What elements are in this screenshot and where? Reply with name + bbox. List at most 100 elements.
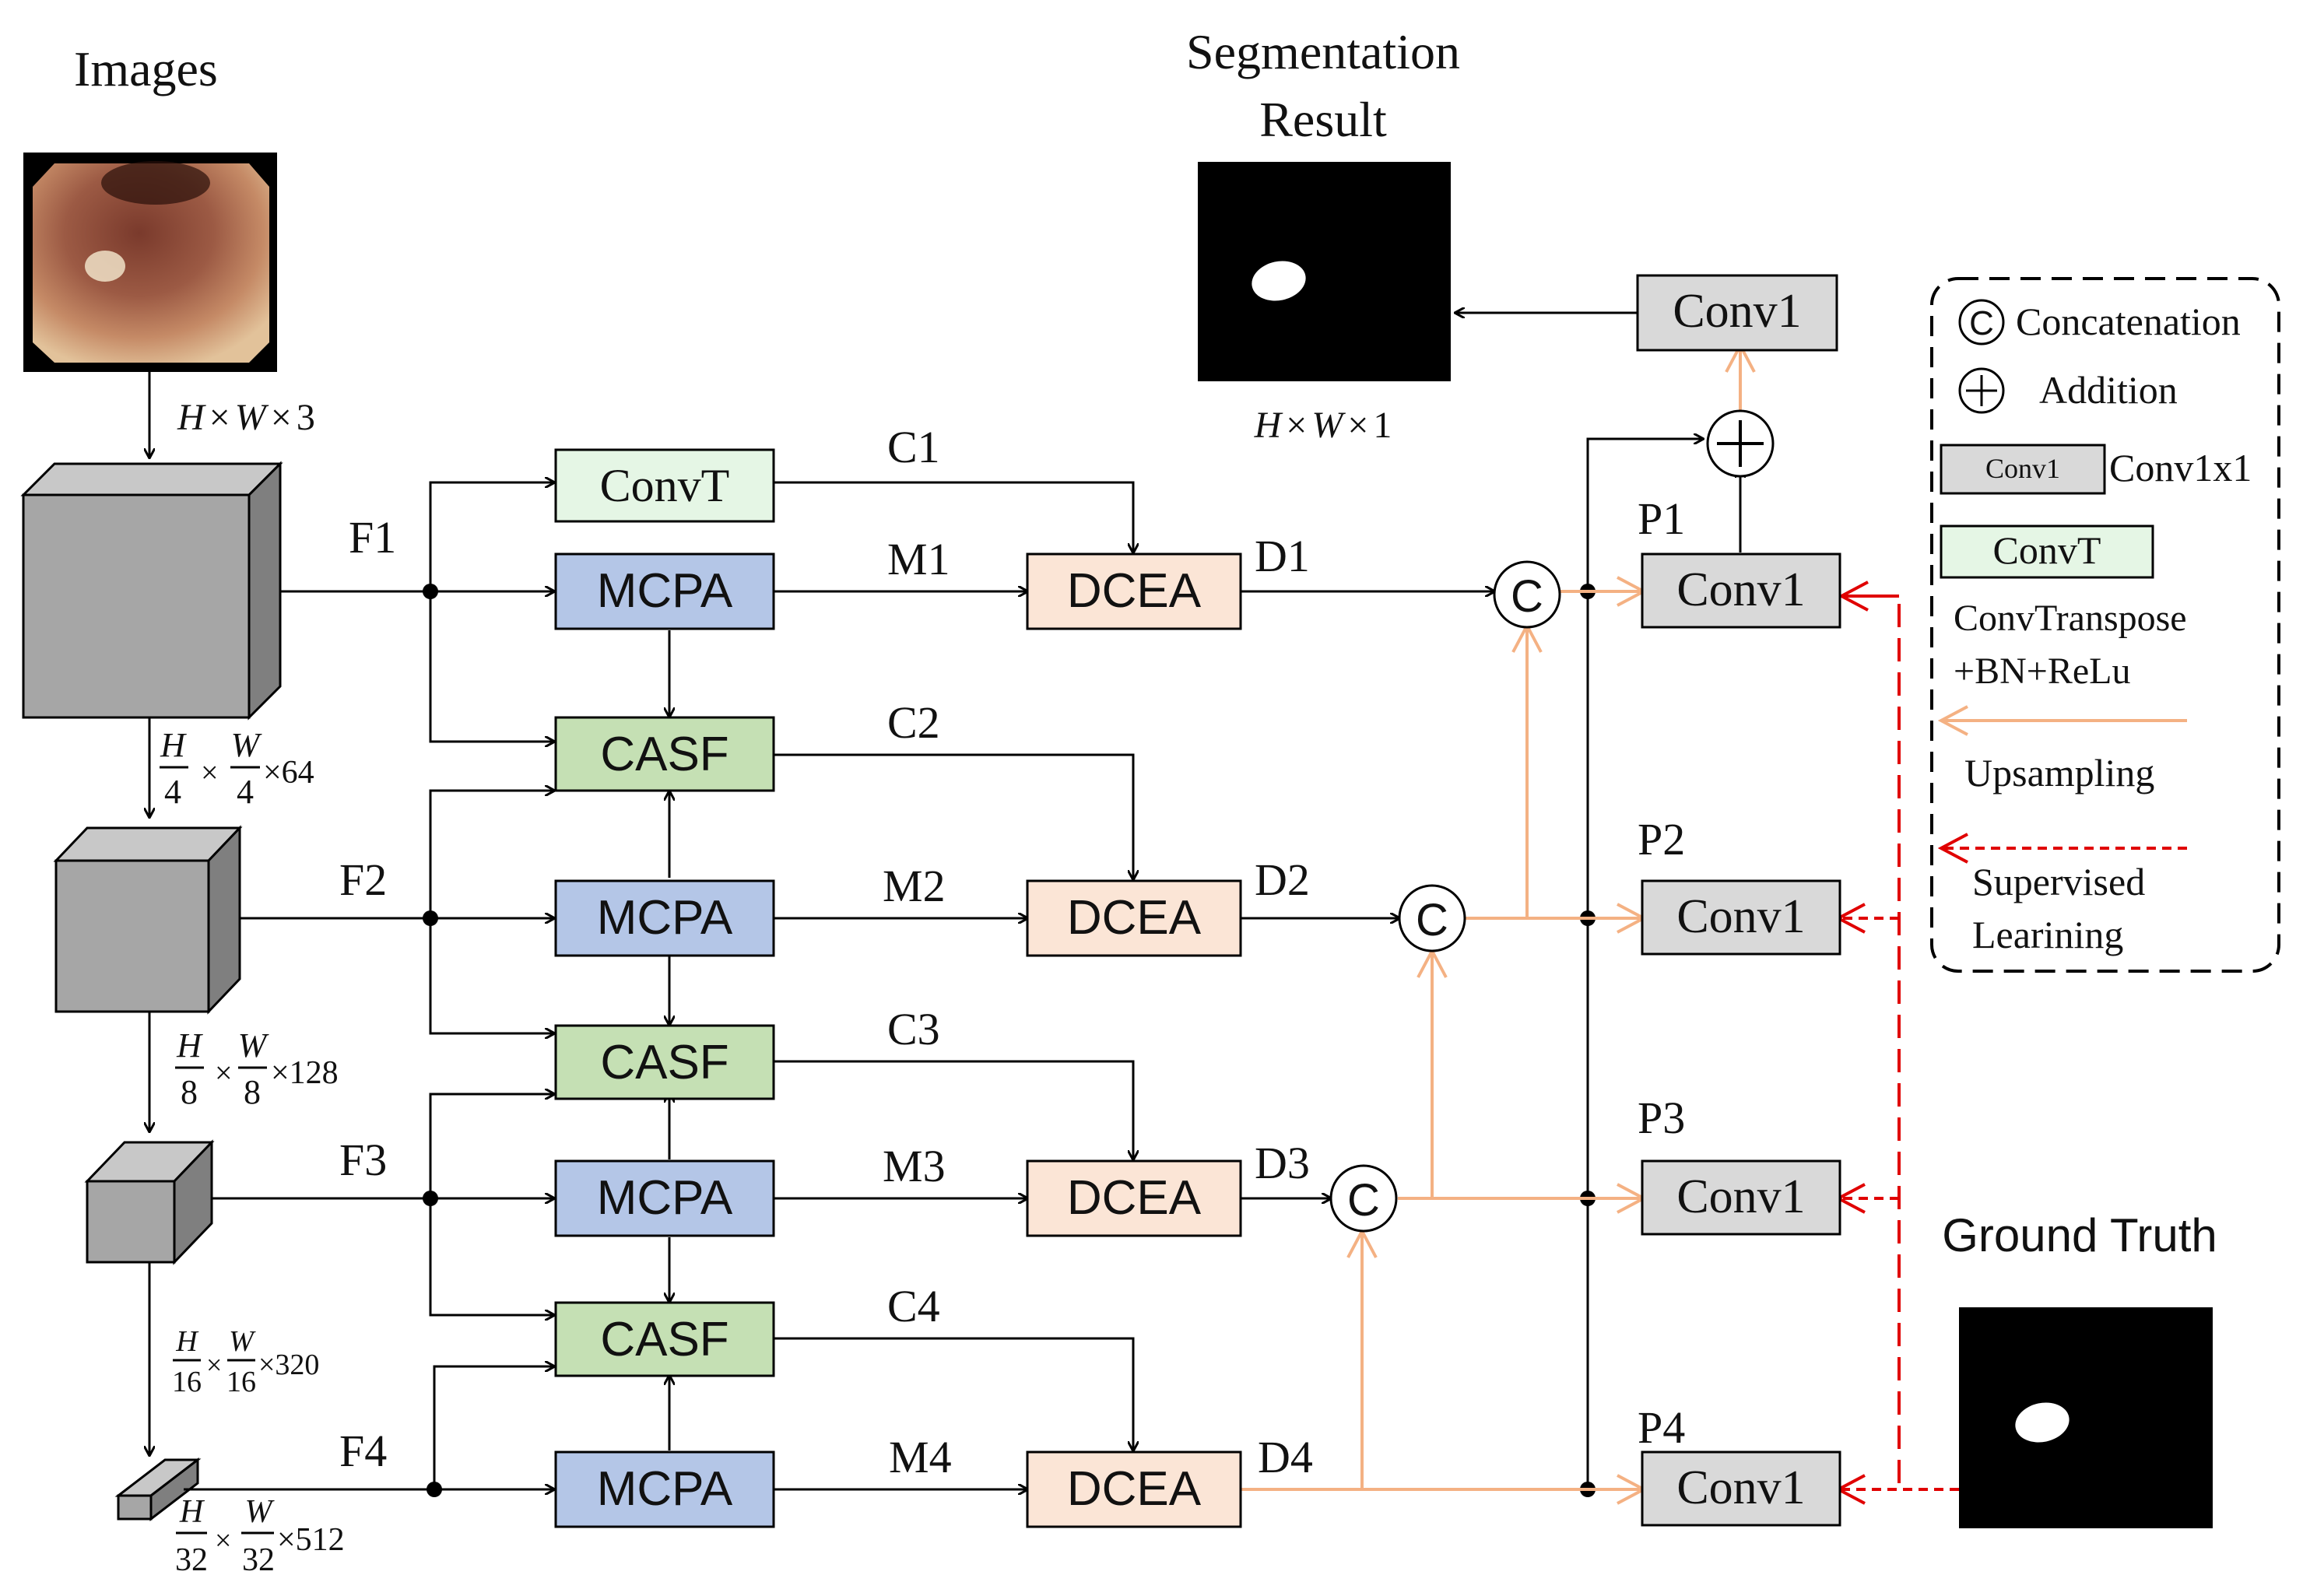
svg-text:H: H [175, 1325, 199, 1358]
svg-text:C1: C1 [887, 422, 940, 472]
conv1-box-p4: Conv1 [1641, 1450, 1841, 1527]
supervision-connectors [1840, 596, 1959, 1489]
feature-labels-p: P1 P2 P3 P4 [1638, 493, 1685, 1453]
encoder-stage2-cube [53, 825, 243, 1015]
conv1-box-p3: Conv1 [1641, 1159, 1841, 1236]
legend-supervised-label-1: Supervised [1972, 860, 2145, 903]
svg-text:×512: ×512 [277, 1522, 345, 1558]
svg-text:ConvT: ConvT [600, 460, 730, 511]
svg-text:×: × [215, 1055, 233, 1090]
concat-node-2: C [1398, 884, 1466, 952]
svg-text:H: H [179, 1494, 205, 1530]
mcpa-box-1: MCPA [554, 552, 775, 630]
legend-convtranspose-label-2: +BN+ReLu [1954, 651, 2130, 692]
stage2-dims: H 8 × W 8 ×128 [175, 1026, 339, 1111]
concat-node-3: C [1329, 1164, 1398, 1233]
svg-text:W: W [229, 1325, 256, 1358]
svg-text:D2: D2 [1255, 854, 1310, 905]
svg-text:C: C [1347, 1175, 1380, 1226]
legend-addition-label: Addition [2039, 368, 2178, 412]
svg-text:P3: P3 [1638, 1093, 1685, 1143]
svg-text:C: C [1511, 571, 1543, 622]
legend-upsampling-label: Upsampling [1964, 751, 2154, 794]
convt-box: ConvT [554, 448, 775, 523]
svg-text:Conv1: Conv1 [1673, 285, 1801, 338]
legend: C Concatenation Addition Conv1 Conv1x1 C… [1930, 277, 2280, 973]
legend-conv-box: Conv1 [1940, 444, 2106, 495]
ground-truth-mask [1959, 1307, 2213, 1528]
dcea-box-1: DCEA [1026, 552, 1242, 630]
svg-text:ConvT: ConvT [1993, 528, 2101, 572]
svg-text:8: 8 [244, 1073, 261, 1111]
upsampling-connectors [1241, 347, 1740, 1489]
svg-text:C3: C3 [887, 1004, 940, 1054]
mcpa-box-3: MCPA [554, 1159, 775, 1237]
conv1-box-p2: Conv1 [1641, 879, 1841, 956]
svg-text:CASF: CASF [600, 1036, 728, 1089]
legend-supervised-label-2: Learining [1972, 913, 2123, 956]
svg-text:Conv1: Conv1 [1676, 890, 1805, 943]
svg-text:DCEA: DCEA [1067, 564, 1202, 618]
output-dims: H×W×1 [1254, 405, 1392, 446]
segmentation-result-title-line1: Segmentation [1186, 24, 1460, 79]
feature-labels-m: M1 M2 M3 M4 [883, 534, 952, 1482]
svg-text:Conv1: Conv1 [1676, 1170, 1805, 1223]
svg-text:×128: ×128 [271, 1055, 339, 1091]
svg-text:DCEA: DCEA [1067, 1171, 1202, 1225]
conv1-box-p1: Conv1 [1641, 552, 1841, 629]
svg-text:DCEA: DCEA [1067, 1462, 1202, 1516]
black-connectors [184, 313, 1740, 1489]
svg-text:H: H [160, 726, 187, 764]
svg-text:M4: M4 [889, 1432, 952, 1482]
feature-labels-d: D1 D2 D3 D4 [1255, 531, 1313, 1482]
dcea-box-2: DCEA [1026, 879, 1242, 957]
svg-text:W: W [238, 1026, 269, 1065]
svg-text:DCEA: DCEA [1067, 891, 1202, 945]
concat-node-1: C [1493, 560, 1561, 629]
svg-text:8: 8 [181, 1073, 198, 1111]
svg-text:F1: F1 [349, 512, 396, 563]
input-endoscopy-image [23, 153, 277, 372]
svg-text:P2: P2 [1638, 814, 1685, 865]
svg-text:H: H [176, 1026, 203, 1065]
svg-text:×: × [215, 1524, 231, 1557]
svg-text:×: × [201, 755, 219, 790]
input-dims: H×W×3 [177, 397, 315, 438]
svg-text:C: C [1969, 304, 1994, 342]
svg-text:C4: C4 [887, 1281, 940, 1331]
legend-convt-box: ConvT [1940, 524, 2154, 579]
images-title: Images [74, 41, 218, 96]
svg-text:4: 4 [237, 773, 254, 811]
segmentation-result-title-line2: Result [1259, 92, 1387, 147]
dcea-box-3: DCEA [1026, 1159, 1242, 1237]
legend-addition-icon [1958, 367, 2005, 414]
svg-text:4: 4 [164, 773, 181, 811]
encoder-stage1-cube [20, 461, 283, 721]
mcpa-box-2: MCPA [554, 879, 775, 957]
svg-text:×64: ×64 [263, 755, 314, 791]
svg-text:32: 32 [242, 1542, 275, 1578]
feature-labels-c: C1 C2 C3 C4 [887, 422, 940, 1331]
stage4-dims: H 32 × W 32 ×512 [175, 1494, 345, 1578]
svg-text:F4: F4 [339, 1426, 387, 1476]
feature-labels-f: F1 F2 F3 F4 [339, 512, 396, 1476]
casf-box-3: CASF [554, 1301, 775, 1377]
svg-text:F3: F3 [339, 1135, 387, 1185]
svg-text:P1: P1 [1638, 493, 1685, 544]
svg-text:Conv1: Conv1 [1676, 563, 1805, 616]
legend-conv1x1-label: Conv1x1 [2109, 446, 2252, 489]
legend-concat-icon: C [1958, 299, 2005, 346]
svg-text:M3: M3 [883, 1141, 946, 1191]
dcea-box-4: DCEA [1026, 1450, 1242, 1528]
segmentation-result-mask [1198, 162, 1451, 381]
svg-text:P4: P4 [1638, 1402, 1685, 1453]
svg-text:C: C [1416, 895, 1448, 945]
legend-convtranspose-label-1: ConvTranspose [1954, 598, 2187, 639]
casf-box-1: CASF [554, 716, 775, 792]
svg-text:16: 16 [226, 1366, 256, 1398]
svg-text:16: 16 [172, 1366, 202, 1398]
conv1-box-output: Conv1 [1636, 274, 1838, 352]
stage1-dims: H 4 × W 4 ×64 [160, 726, 314, 811]
svg-text:D4: D4 [1258, 1432, 1313, 1482]
svg-text:D1: D1 [1255, 531, 1310, 581]
